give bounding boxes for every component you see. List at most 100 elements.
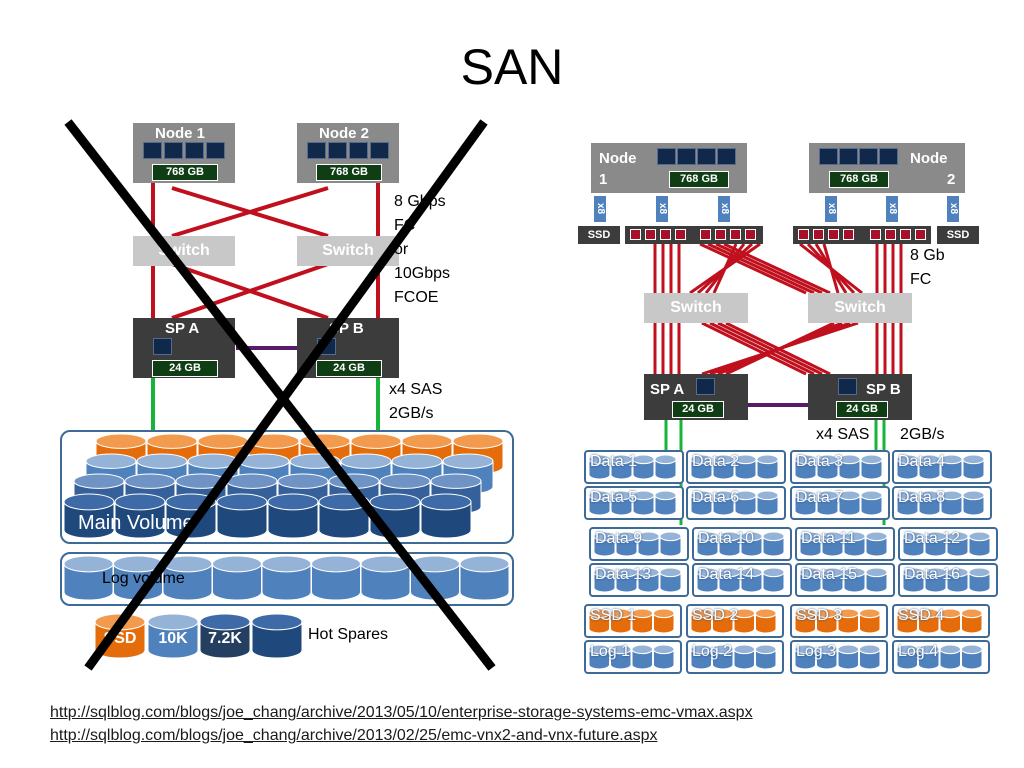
right-node2-ssd: SSD	[937, 226, 979, 244]
hba-port-icon	[630, 229, 641, 240]
disk-icon	[961, 644, 983, 670]
disk-group-label: Log 1	[590, 643, 631, 660]
disk-stack-icon	[799, 567, 888, 593]
disk-stack-icon	[799, 531, 888, 557]
disk-group: SSD 3	[790, 604, 888, 638]
disk-icon	[588, 644, 610, 670]
right-sp-b: SP B 24 GB	[808, 374, 912, 420]
ssd-disk-icon	[755, 608, 777, 634]
hba-port-icon	[660, 229, 671, 240]
disk-icon	[896, 644, 918, 670]
disk-legend	[95, 613, 303, 659]
right-sp-b-memory: 24 GB	[836, 401, 888, 418]
right-node1: Node 1 768 GB	[591, 143, 747, 193]
left-sp-a-label: SP A	[165, 320, 200, 337]
disk-icon	[896, 490, 919, 516]
right-node1-label-b: 1	[599, 171, 608, 188]
disk-icon	[637, 531, 660, 557]
disk-icon	[734, 454, 757, 480]
disk-stack-icon	[593, 531, 682, 557]
disk-icon	[631, 644, 653, 670]
disk-icon	[968, 567, 991, 593]
cpu-icon	[696, 378, 715, 395]
cpu-icon	[657, 148, 676, 165]
ssd-disk-icon	[859, 608, 881, 634]
right-red-links	[653, 242, 903, 376]
disk-icon	[593, 531, 616, 557]
disk-10k-icon	[147, 613, 199, 659]
disk-group: Data 9	[589, 527, 689, 561]
ssd-disk-icon	[794, 608, 816, 634]
disk-group-label: Data 5	[590, 489, 638, 506]
cpu-icon	[185, 142, 204, 159]
cpu-icon	[819, 148, 838, 165]
disk-icon	[918, 490, 941, 516]
right-node1-hba	[625, 226, 763, 244]
right-node1-label-a: Node	[599, 150, 637, 167]
disk-stack-icon	[902, 531, 991, 557]
right-switch-b: Switch	[808, 293, 912, 323]
disk-icon	[696, 531, 719, 557]
disk-stack-icon	[896, 490, 985, 516]
disk-icon	[962, 454, 985, 480]
left-node1-memory: 768 GB	[152, 164, 218, 181]
cpu-icon	[838, 378, 857, 395]
disk-group-label: Log 4	[898, 643, 939, 660]
disk-group: Data 13	[589, 563, 689, 597]
disk-icon	[939, 644, 961, 670]
cpu-icon	[143, 142, 162, 159]
disk-stack-icon	[690, 454, 779, 480]
right-sp-a-label: SP A	[650, 381, 685, 398]
disk-icon	[821, 567, 844, 593]
disk-icon	[918, 644, 940, 670]
disk-icon	[593, 567, 616, 593]
cpu-icon	[328, 142, 347, 159]
right-fc-note: 8 Gb FC	[910, 244, 945, 292]
right-sp-a: SP A 24 GB	[644, 374, 748, 420]
legend-10k: 10K	[158, 630, 188, 647]
disk-7200-icon	[114, 493, 166, 539]
disk-icon	[799, 531, 822, 557]
disk-icon	[968, 531, 991, 557]
disk-icon	[740, 567, 763, 593]
disk-icon	[712, 644, 734, 670]
disk-group-label: Data 13	[595, 566, 652, 583]
disk-group: Log 1	[584, 640, 682, 674]
ssd-disk-icon	[712, 608, 734, 634]
disk-group-label: Data 4	[898, 453, 946, 470]
cpu-icon	[839, 148, 858, 165]
fc-note-line: 10Gbps	[394, 265, 451, 282]
disk-icon	[690, 644, 712, 670]
disk-icon	[816, 644, 838, 670]
ssd-disk-icon	[610, 608, 632, 634]
disk-icon	[794, 454, 817, 480]
log-disk-icon	[261, 555, 312, 601]
disk-group: Log 3	[790, 640, 888, 674]
x8-adapter: x8	[825, 196, 837, 222]
reference-link[interactable]: http://sqlblog.com/blogs/joe_chang/archi…	[50, 704, 753, 721]
disk-icon	[762, 531, 785, 557]
fc-note-line: FC	[910, 271, 932, 288]
sas-note-line: 2GB/s	[389, 405, 434, 422]
reference-link[interactable]: http://sqlblog.com/blogs/joe_chang/archi…	[50, 727, 658, 744]
log-disk-icon	[162, 555, 213, 601]
disk-group-label: Data 7	[796, 489, 844, 506]
left-node1: Node 1 768 GB	[133, 123, 235, 183]
disk-group: Data 7	[790, 486, 890, 520]
fc-link	[725, 321, 835, 376]
x8-adapter: x8	[656, 196, 668, 222]
ssd-disk-icon	[631, 608, 653, 634]
disk-stack-icon	[690, 608, 777, 634]
disk-group-label: SSD 3	[796, 607, 843, 624]
disk-icon	[740, 531, 763, 557]
left-node1-label: Node 1	[155, 125, 206, 142]
disk-icon	[718, 531, 741, 557]
disk-icon	[924, 531, 947, 557]
fc-link	[699, 242, 807, 295]
disk-icon	[838, 490, 861, 516]
disk-icon	[924, 567, 947, 593]
disk-icon	[632, 454, 655, 480]
fc-link	[723, 242, 831, 295]
right-node1-ssd: SSD	[578, 226, 620, 244]
